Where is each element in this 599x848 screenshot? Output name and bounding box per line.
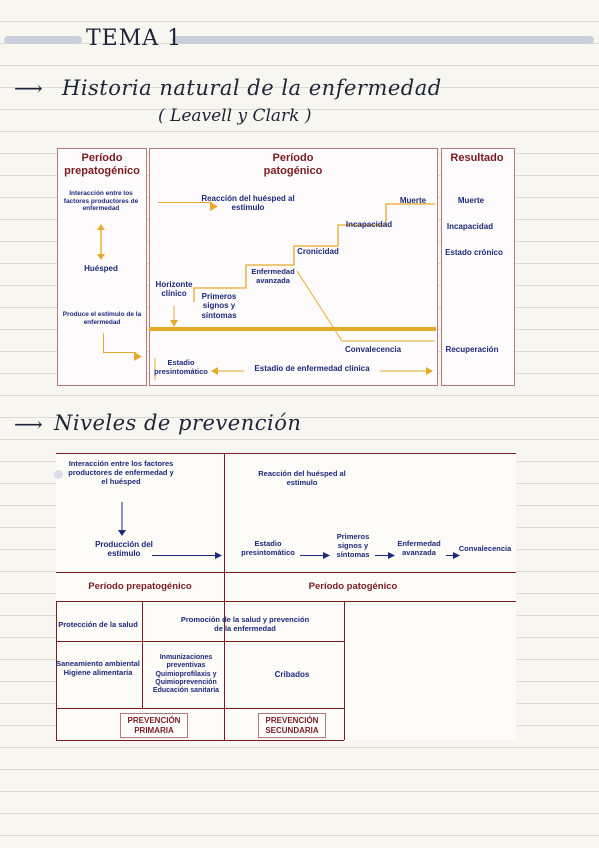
d1-double-arrow-icon [96, 224, 106, 260]
d2-estadio-presint: Estadio presintomático [241, 539, 295, 557]
d2-enf-avanzada: Enfermedad avanzada [397, 539, 441, 557]
section1-subheading: ( Leavell y Clark ) [158, 106, 312, 126]
d2-line-4 [56, 708, 344, 710]
d2-periodo-patogenico: Período patogénico [308, 581, 398, 592]
d2-arrow-1-icon [300, 547, 330, 565]
d2-arrow-3-icon [446, 547, 460, 565]
d1-res-incapacidad: Incapacidad [446, 222, 494, 231]
d1-header-patogenico: Período patogénico [263, 152, 323, 177]
d2-inmunizaciones: Inmunizaciones preventivas Quimioprofila… [152, 654, 220, 694]
d1-line-produce-right [103, 352, 136, 353]
d2-prev-secundaria: PREVENCIÓN SECUNDARIA [258, 713, 326, 738]
d2-promocion: Promoción de la salud y prevención de la… [180, 615, 310, 633]
diagram1-col-patogenico [149, 148, 438, 386]
d1-incapacidad: Incapacidad [345, 220, 393, 229]
d1-res-recuperacion: Recuperación [445, 345, 499, 354]
d2-arrow-down-icon [117, 502, 127, 541]
d2-produccion: Producción del estímulo [95, 540, 153, 559]
section1-heading: Historia natural de la enfermedad [62, 76, 442, 100]
d2-line-1 [56, 572, 516, 574]
section2-heading: Niveles de prevención [54, 411, 302, 435]
d2-arrow-2-icon [375, 547, 395, 565]
d2-arrow-produccion-icon [152, 547, 222, 565]
d1-horizonte-clinico-line [149, 327, 436, 331]
d1-convalecencia: Convalecencia [344, 345, 402, 354]
header-bar-right [172, 36, 594, 44]
d2-vline-prot [142, 601, 144, 708]
d2-top-border [56, 453, 516, 455]
d1-arrow-produce-icon [134, 348, 142, 366]
d2-periodo-prepatogenico: Período prepatogénico [88, 581, 192, 592]
d1-muerte: Muerte [399, 196, 427, 205]
d2-vline-left [56, 601, 58, 740]
d1-horizonte: Horizonte clínico [155, 280, 193, 299]
d2-convalecencia: Convalecencia [458, 544, 512, 553]
d1-line-produce-down [103, 333, 104, 352]
d2-reaccion: Reacción del huésped al estímulo [258, 469, 346, 487]
d2-bottom-border [56, 740, 344, 742]
d1-line-reaccion [158, 202, 212, 203]
d2-prev-primaria: PREVENCIÓN PRIMARIA [120, 713, 188, 738]
d1-enf-avanzada: Enfermedad avanzada [251, 267, 295, 285]
diagram2-background [56, 453, 516, 740]
arrow-right-icon: ⟶ [14, 76, 43, 100]
d1-huesped: Huésped [84, 264, 118, 273]
d1-header-resultado: Resultado [450, 152, 504, 164]
d2-interaccion: Interacción entre los factores productor… [68, 459, 174, 486]
d2-saneamiento: Saneamiento ambiental Higiene alimentari… [56, 659, 140, 677]
d1-res-muerte: Muerte [457, 196, 485, 205]
d2-vline-right [344, 601, 346, 740]
d1-reaccion: Reacción del huésped al estímulo [201, 194, 295, 213]
d2-cribados: Cribados [274, 670, 310, 679]
page-title: TEMA 1 [86, 26, 183, 51]
d1-arrow-reaccion-icon [210, 198, 218, 216]
diagram1-col-prepatogenico [57, 148, 147, 386]
d2-line-2 [56, 601, 516, 603]
d2-line-3 [56, 641, 344, 643]
d1-estadio-presint: Estadio presintomático [154, 358, 208, 376]
d2-circle-icon [54, 470, 63, 479]
arrow-right-icon: ⟶ [14, 412, 43, 436]
d1-cronicidad: Cronicidad [297, 247, 339, 256]
d2-proteccion: Protección de la salud [58, 620, 138, 629]
d2-primeros: Primeros signos y síntomas [336, 532, 370, 559]
d1-res-cronico: Estado crónico [445, 248, 503, 257]
d1-primeros: Primeros signos y síntomas [201, 292, 237, 320]
d1-estadio-clinica: Estadio de enfermedad clínica [244, 364, 380, 374]
header-bar-left [4, 36, 82, 44]
diagram1-col-resultado [441, 148, 515, 386]
d1-header-prepatogenico: Período prepatogénico [64, 152, 140, 177]
d1-interaccion: Interacción entre los factores productor… [63, 190, 139, 213]
d1-produce-estimulo: Produce el estímulo de la enfermedad [62, 311, 142, 326]
d2-vline-main [224, 453, 226, 740]
